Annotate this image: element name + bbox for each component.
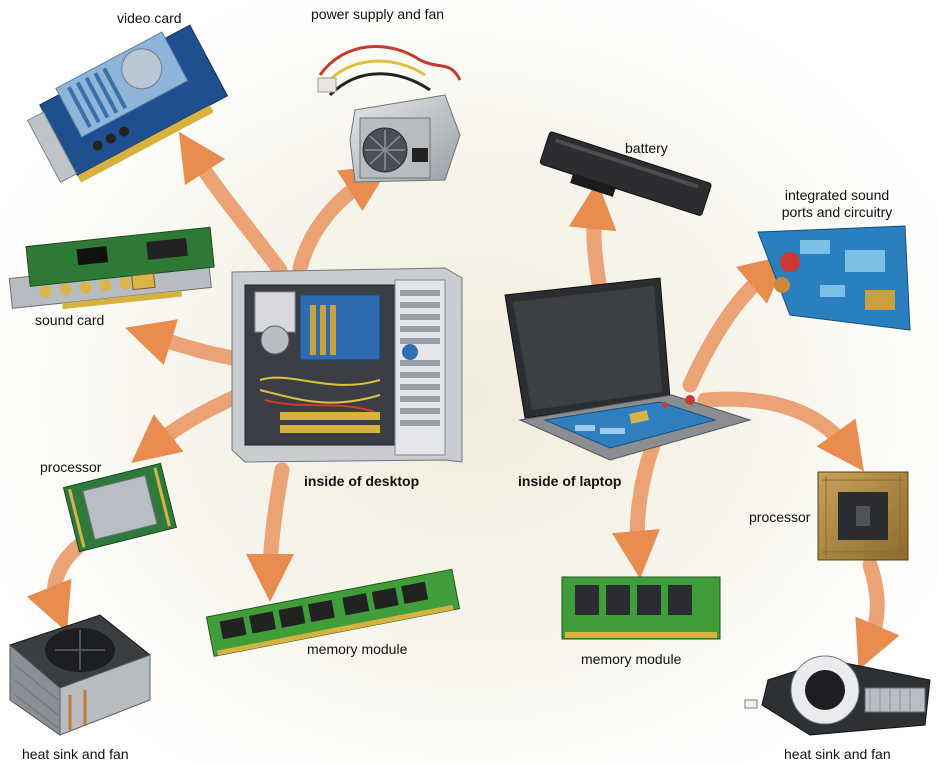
label-battery: battery xyxy=(625,140,668,156)
arrow-to-processor-right xyxy=(697,391,864,472)
arrow-to-battery xyxy=(568,181,617,298)
label-integrated-sound-line2: ports and circuitry xyxy=(781,204,893,220)
arrow-to-video-card xyxy=(178,131,288,278)
label-processor-right: processor xyxy=(749,509,811,525)
processor-left-image xyxy=(62,462,178,553)
laptop-image xyxy=(504,277,752,461)
integrated-sound-image xyxy=(757,225,911,331)
arrow-to-integrated-sound xyxy=(682,254,789,393)
memory-right-image xyxy=(561,576,721,640)
label-heatsink-left: heat sink and fan xyxy=(22,746,129,762)
arrow-to-heatsink-right xyxy=(855,557,900,671)
label-memory-left: memory module xyxy=(307,641,408,657)
processor-right-image xyxy=(817,471,909,561)
label-memory-right: memory module xyxy=(581,651,682,667)
label-sound-card: sound card xyxy=(35,312,105,328)
arrow-to-processor-left xyxy=(131,387,248,463)
arrow-to-memory-left xyxy=(246,462,295,603)
label-integrated-sound-line1: integrated sound xyxy=(784,187,890,203)
arrows-laptop xyxy=(568,181,900,671)
video-card-image xyxy=(26,24,229,183)
memory-left-image xyxy=(205,568,461,657)
label-inside-desktop: inside of desktop xyxy=(304,473,420,489)
arrow-to-heatsink-left xyxy=(26,537,88,633)
power-supply-image xyxy=(317,45,462,183)
arrow-to-sound-card xyxy=(125,319,253,368)
label-power-supply: power supply and fan xyxy=(311,6,445,22)
arrow-to-power-supply xyxy=(292,165,391,276)
label-inside-laptop: inside of laptop xyxy=(518,473,622,489)
label-processor-left: processor xyxy=(40,459,102,475)
heatsink-right-image xyxy=(744,655,931,736)
battery-image xyxy=(539,131,712,216)
heatsink-left-image xyxy=(9,614,152,736)
arrow-to-memory-right xyxy=(612,432,663,579)
label-heatsink-right: heat sink and fan xyxy=(784,746,891,762)
sound-card-image xyxy=(8,226,215,310)
desktop-tower-image xyxy=(231,267,463,463)
label-integrated-sound: integrated sound ports and circuitry xyxy=(762,187,912,221)
label-video-card: video card xyxy=(117,10,182,26)
